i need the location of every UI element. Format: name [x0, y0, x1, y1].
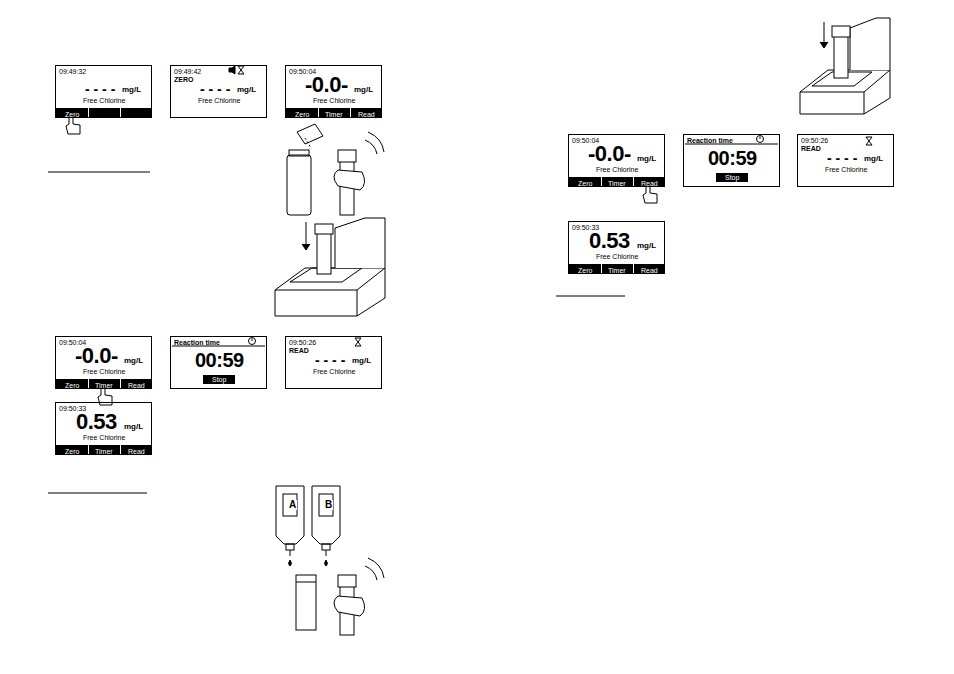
- lcd-screen: Reaction time 00:59Stop: [683, 134, 780, 187]
- softkey-label: Zero: [65, 448, 79, 455]
- softkey-label: Zero: [578, 180, 592, 187]
- status-text: ZERO: [174, 76, 193, 83]
- softkey-label: Timer: [95, 382, 113, 389]
- softkey-divider: [601, 264, 602, 273]
- softkey-label: Read: [128, 382, 145, 389]
- lcd-screen: 09:50:04-0.0-mg/LFree ChlorineZeroTimerR…: [285, 65, 382, 118]
- softkey-divider: [633, 177, 634, 186]
- unit-text: mg/L: [124, 357, 143, 365]
- parameter-name: Free Chlorine: [83, 434, 125, 441]
- unit-text: mg/L: [237, 86, 256, 94]
- softkey-label: Timer: [608, 267, 626, 274]
- softkey-divider: [633, 264, 634, 273]
- parameter-name: Free Chlorine: [313, 368, 355, 375]
- softkey-label: Read: [641, 180, 658, 187]
- softkey-divider: [350, 108, 351, 117]
- softkey-divider: [88, 108, 89, 117]
- clock-text: 09:49:42: [174, 68, 201, 75]
- softkey-label: Zero: [65, 111, 79, 118]
- bottle-letter: B: [324, 500, 333, 510]
- reading-value: 0.53: [589, 230, 630, 252]
- status-text: READ: [289, 347, 309, 354]
- softkey-divider: [120, 379, 121, 388]
- lcd-screen: 09:50:330.53mg/LFree ChlorineZeroTimerRe…: [568, 221, 665, 274]
- screen-title: Reaction time: [687, 137, 733, 144]
- parameter-name: Free Chlorine: [83, 97, 125, 104]
- blank-reading: - - - -: [827, 151, 857, 165]
- parameter-name: Free Chlorine: [83, 368, 125, 375]
- blank-reading: - - - -: [85, 82, 115, 96]
- softkey-divider: [601, 177, 602, 186]
- clock-text: 09:49:32: [59, 68, 86, 75]
- softkey-label: Read: [358, 111, 375, 118]
- screen-title: Reaction time: [174, 339, 220, 346]
- softkey-divider: [88, 445, 89, 454]
- unit-text: mg/L: [124, 423, 143, 431]
- unit-text: mg/L: [352, 357, 371, 365]
- unit-text: mg/L: [637, 242, 656, 250]
- blank-reading: - - - -: [200, 82, 230, 96]
- lcd-screen: 09:49:42ZERO - - - - mg/L Free Chlorine: [170, 65, 267, 118]
- softkey-label: Stop: [203, 375, 235, 384]
- status-text: READ: [801, 145, 821, 152]
- bottle-letter: A: [288, 500, 297, 510]
- unit-text: mg/L: [864, 155, 883, 163]
- parameter-name: Free Chlorine: [825, 166, 867, 173]
- countdown-value: 00:59: [195, 350, 244, 370]
- reading-value: -0.0-: [588, 143, 631, 165]
- softkey-label: Read: [641, 267, 658, 274]
- softkey-label: Zero: [295, 111, 309, 118]
- lcd-screen: 09:50:330.53mg/LFree ChlorineZeroTimerRe…: [55, 402, 152, 455]
- softkey-label: Zero: [65, 382, 79, 389]
- parameter-name: Free Chlorine: [198, 97, 240, 104]
- lcd-screen: Reaction time 00:59Stop: [170, 336, 267, 389]
- softkey-label: Stop: [716, 173, 748, 182]
- parameter-name: Free Chlorine: [596, 166, 638, 173]
- lcd-screen: 09:50:04-0.0-mg/LFree ChlorineZeroTimerR…: [568, 134, 665, 187]
- lcd-screen: 09:50:04-0.0-mg/LFree ChlorineZeroTimerR…: [55, 336, 152, 389]
- reading-value: -0.0-: [305, 74, 348, 96]
- softkey-divider: [88, 379, 89, 388]
- lcd-screen: 09:50:26READ - - - - mg/L Free Chlorine: [797, 134, 894, 187]
- lcd-screen: 09:49:32 - - - - mg/L Free ChlorineZero: [55, 65, 152, 118]
- reading-value: -0.0-: [75, 345, 118, 367]
- unit-text: mg/L: [122, 86, 141, 94]
- softkey-label: Timer: [608, 180, 626, 187]
- unit-text: mg/L: [637, 155, 656, 163]
- softkey-label: Zero: [578, 267, 592, 274]
- softkey-divider: [120, 108, 121, 117]
- clock-text: 09:50:26: [801, 137, 828, 144]
- parameter-name: Free Chlorine: [596, 253, 638, 260]
- softkey-label: Timer: [325, 111, 343, 118]
- softkey-label: Read: [128, 448, 145, 455]
- softkey-divider: [318, 108, 319, 117]
- blank-reading: - - - -: [315, 353, 345, 367]
- lcd-screen: 09:50:26READ - - - - mg/L Free Chlorine: [285, 336, 382, 389]
- countdown-value: 00:59: [708, 148, 757, 168]
- clock-text: 09:50:26: [289, 339, 316, 346]
- softkey-label: Timer: [95, 448, 113, 455]
- unit-text: mg/L: [354, 86, 373, 94]
- reading-value: 0.53: [76, 411, 117, 433]
- parameter-name: Free Chlorine: [313, 97, 355, 104]
- softkey-divider: [120, 445, 121, 454]
